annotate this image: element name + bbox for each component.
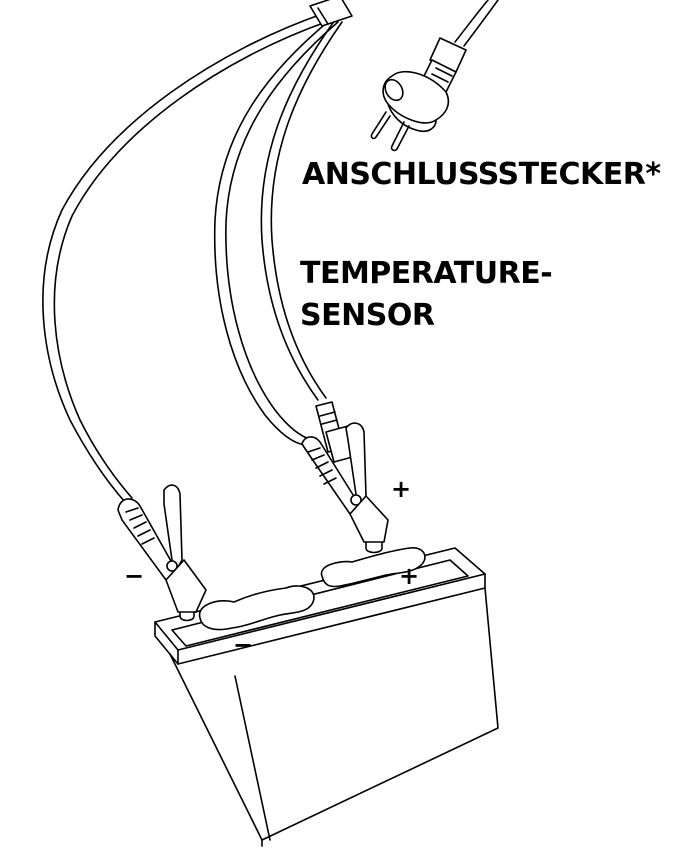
plug-label: ANSCHLUSSSTECKER* [302,157,661,192]
clamp-plus-sign: + [391,475,412,503]
terminal-plus-sign: + [399,562,420,590]
negative-terminal-plate [198,585,315,631]
sensor-cable [260,19,336,401]
positive-clamp-icon [301,422,389,543]
temperature-sensor-label-line2: SENSOR [300,298,435,333]
positive-cable-edge [225,21,339,441]
mains-cable [454,0,489,43]
negative-cable-edge [53,21,327,499]
clamp-minus-sign: − [124,562,145,590]
temperature-sensor-icon [315,401,357,463]
cables [42,0,499,503]
temperature-sensor-label-line1: TEMPERATURE- [300,256,553,291]
battery-icon [154,547,499,847]
negative-cable [42,13,323,503]
terminal-minus-sign: − [233,631,254,659]
mains-cable-edge [463,0,499,47]
positive-terminal-plate [320,547,426,588]
mains-plug-icon [370,37,467,152]
cable-junction [309,0,353,27]
sensor-cable-edge [270,21,343,399]
positive-cable [213,19,331,446]
negative-clamp-icon [117,484,207,613]
